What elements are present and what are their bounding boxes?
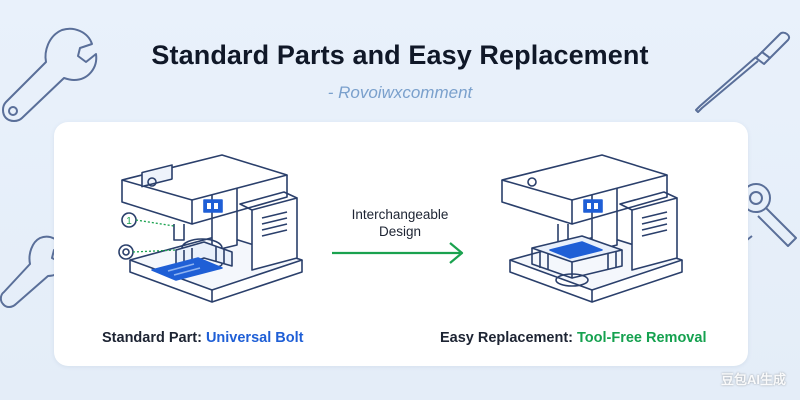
wrench-icon xyxy=(2,27,98,122)
screwdriver-icon xyxy=(695,31,790,113)
machine-standard-part-illustration: 1 xyxy=(118,154,303,303)
arrow-label-line2: Design xyxy=(378,224,422,239)
caption-standard-part-prefix: Standard Part: xyxy=(102,330,206,346)
arrow-right-icon xyxy=(332,242,464,264)
caption-standard-part-highlight: Universal Bolt xyxy=(205,330,304,346)
interchangeable-design-label: Interchangeable Design xyxy=(330,206,470,240)
page-subtitle: - Rovoiwxcomment xyxy=(327,83,473,102)
caption-easy-replacement: Easy Replacement: Tool-Free Removal xyxy=(440,330,706,346)
callout-1-label: 1 xyxy=(126,216,132,227)
machine-replacement-illustration xyxy=(501,154,683,303)
caption-standard-part: Standard Part: Universal Bolt xyxy=(102,330,303,346)
page-title: Standard Parts and Easy Replacement xyxy=(151,40,649,70)
arrow-label-line1: Interchangeable xyxy=(351,207,449,222)
caption-easy-replacement-prefix: Easy Replacement: xyxy=(440,330,578,346)
watermark: 豆包AI生成 xyxy=(720,372,786,387)
caption-easy-replacement-highlight: Tool-Free Removal xyxy=(577,330,707,346)
